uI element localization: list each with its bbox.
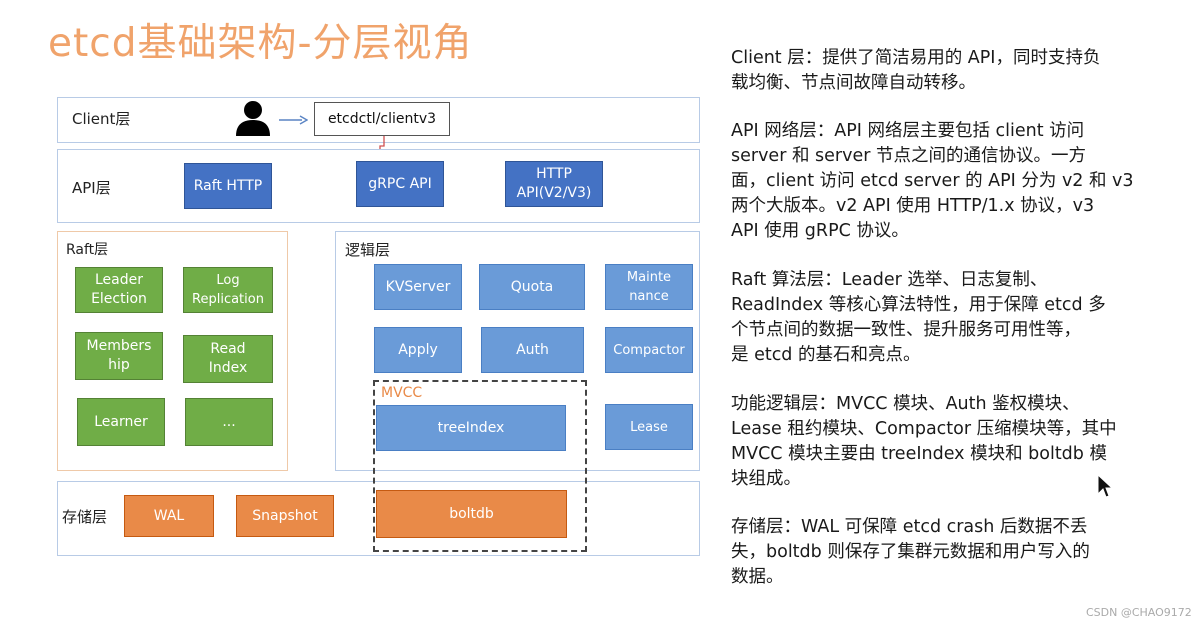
mouse-cursor-icon [1096,473,1114,500]
log-replication-box: Log Replication [183,267,273,313]
snapshot-box: Snapshot [236,495,334,537]
mvcc-group [373,380,587,552]
raft-layer-label: Raft层 [66,242,109,258]
logic-layer-description: 功能逻辑层：MVCC 模块、Auth 鉴权模块、 Lease 租约模块、Comp… [731,392,1117,492]
boltdb-box: boltdb [376,490,567,538]
compactor-box: Compactor [605,327,693,373]
raft-layer-description: Raft 算法层：Leader 选举、日志复制、 ReadIndex 等核心算法… [731,268,1106,368]
learner-box: Learner [77,398,165,446]
maintenance-box: Mainte nance [605,264,693,310]
client-tool-box: etcdctl/clientv3 [314,102,450,136]
raft-desc-line-4: 是 etcd 的基石和亮点。 [731,345,921,365]
quota-box: Quota [479,264,585,310]
membership-box: Members hip [75,332,163,380]
lease-box: Lease [605,404,693,450]
logic-desc-line-2: Lease 租约模块、Compactor 压缩模块等，其中 [731,419,1117,439]
grpc-api-box: gRPC API [356,161,444,207]
api-desc-line-3: 面，client 访问 etcd server 的 API 分为 v2 和 v3 [731,171,1134,191]
more-box: ... [185,398,273,446]
storage-layer-label: 存储层 [62,508,108,526]
csdn-watermark: CSDN @CHAO9172 [1086,606,1192,619]
client-layer-description: Client 层：提供了简洁易用的 API，同时支持负 载均衡、节点间故障自动转… [731,46,1100,96]
kvserver-box: KVServer [374,264,462,310]
api-desc-line-1: API 网络层：API 网络层主要包括 client 访问 [731,121,1085,141]
api-layer-description: API 网络层：API 网络层主要包括 client 访问 server 和 s… [731,119,1134,244]
client-desc-line-1: Client 层：提供了简洁易用的 API，同时支持负 [731,48,1101,68]
mvcc-label: MVCC [381,385,423,401]
api-layer-label: API层 [72,179,111,197]
api-desc-line-2: server 和 server 节点之间的通信协议。一方 [731,146,1086,166]
logic-desc-line-3: MVCC 模块主要由 treeIndex 模块和 boltdb 模 [731,444,1107,464]
client-layer-label: Client层 [72,110,131,128]
person-icon [234,99,272,137]
api-desc-line-5: API 使用 gRPC 协议。 [731,221,909,241]
slide-title: etcd基础架构-分层视角 [48,21,473,66]
treeindex-box: treeIndex [376,405,566,451]
storage-desc-line-1: 存储层：WAL 可保障 etcd crash 后数据不丢 [731,517,1088,537]
logic-desc-line-4: 块组成。 [731,469,801,489]
storage-desc-line-3: 数据。 [731,567,784,587]
leader-election-box: Leader Election [75,267,163,313]
apply-box: Apply [374,327,462,373]
wal-box: WAL [124,495,214,537]
api-desc-line-4: 两个大版本。v2 API 使用 HTTP/1.x 协议，v3 [731,196,1095,216]
logic-desc-line-1: 功能逻辑层：MVCC 模块、Auth 鉴权模块、 [731,394,1080,414]
http-api-box: HTTP API(V2/V3) [505,161,603,207]
raft-desc-line-1: Raft 算法层：Leader 选举、日志复制、 [731,270,1048,290]
auth-box: Auth [481,327,584,373]
storage-layer-description: 存储层：WAL 可保障 etcd crash 后数据不丢 失，boltdb 则保… [731,515,1090,590]
logic-layer-label: 逻辑层 [345,241,391,259]
storage-desc-line-2: 失，boltdb 则保存了集群元数据和用户写入的 [731,542,1090,562]
raft-http-box: Raft HTTP [184,163,272,209]
raft-desc-line-3: 个节点间的数据一致性、提升服务可用性等， [731,320,1081,340]
read-index-box: Read Index [183,335,273,383]
raft-desc-line-2: ReadIndex 等核心算法特性，用于保障 etcd 多 [731,295,1106,315]
client-desc-line-2: 载均衡、节点间故障自动转移。 [731,73,976,93]
client-arrow [278,111,309,125]
